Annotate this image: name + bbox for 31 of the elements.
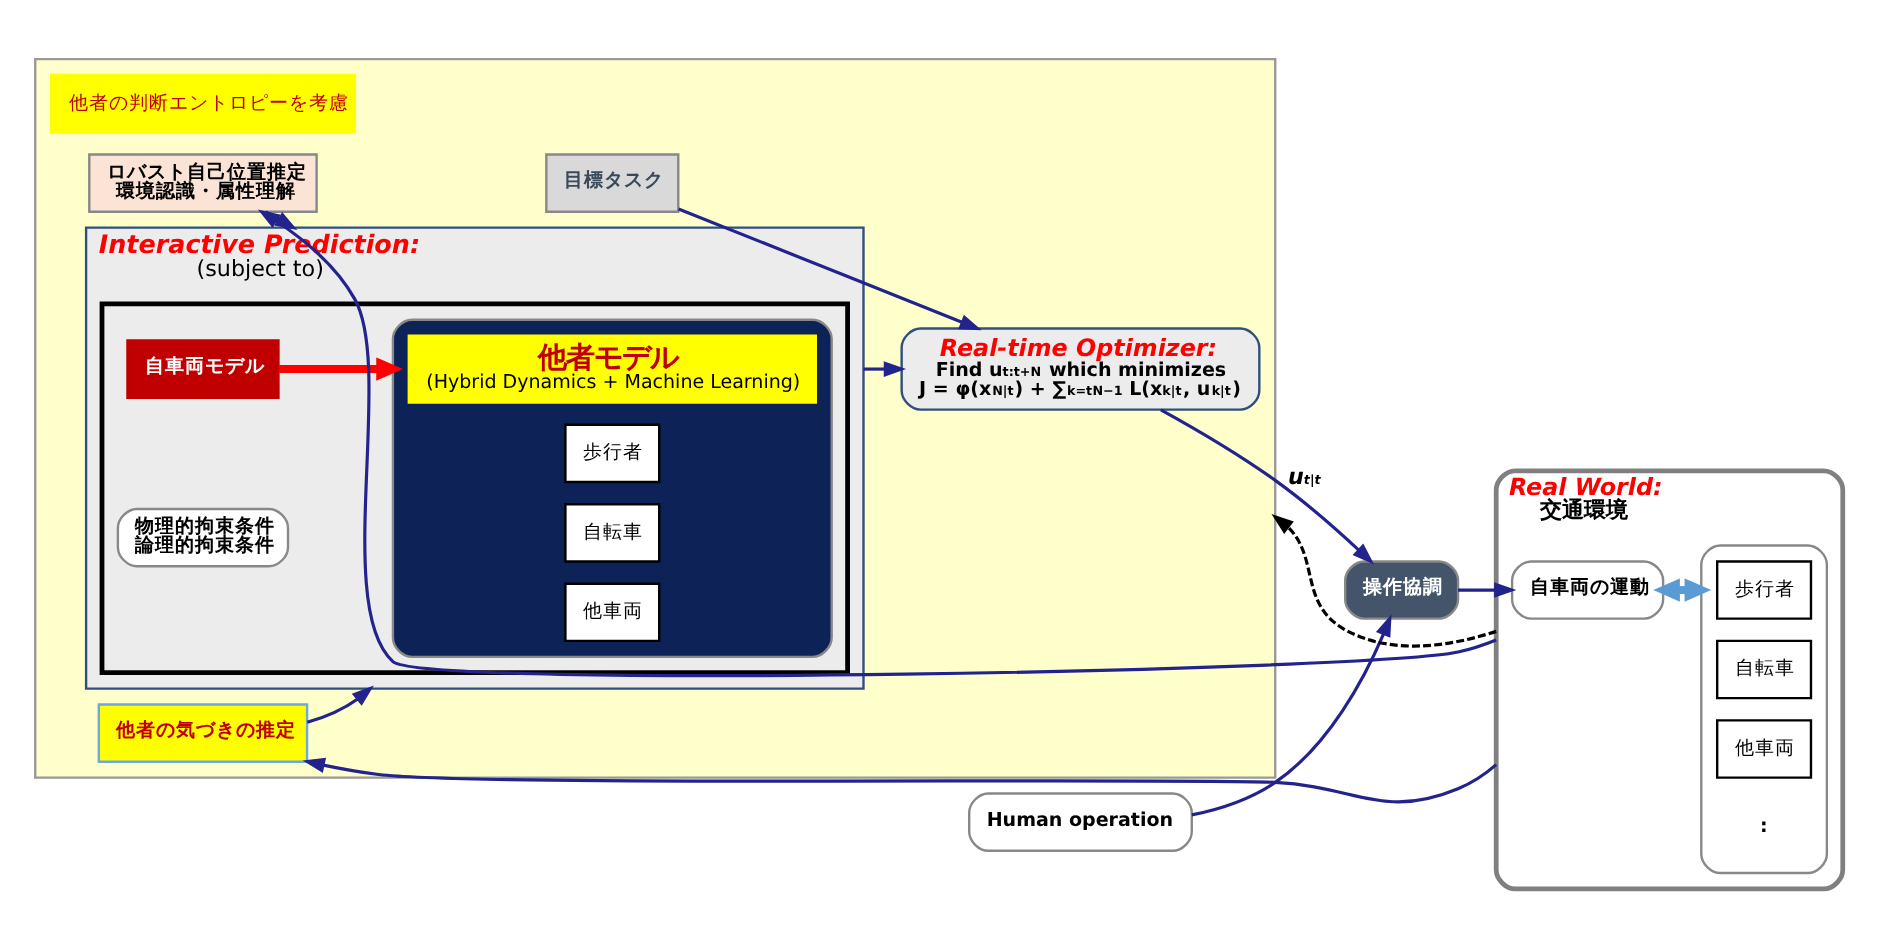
node-box: 物理的拘束条件 論理的拘束条件: [116, 507, 290, 568]
cluster: [99, 301, 850, 676]
cluster: [391, 318, 833, 658]
arrow: [278, 357, 403, 381]
arrow: [1271, 513, 1497, 648]
node-box: 自車両の運動: [1510, 560, 1665, 620]
node-box: 他車両: [1716, 719, 1813, 779]
arrow: [1653, 578, 1712, 602]
arrow: [302, 757, 1498, 804]
node-box: 自転車: [1716, 639, 1813, 700]
node-box: 他者の判断エントロピーを考慮: [49, 73, 356, 134]
node-box: 自転車: [564, 503, 661, 563]
node-box: 他者モデル (Hybrid Dynamics + Machine Learning): [407, 334, 817, 404]
node-box: 他者の気づきの推定: [97, 703, 309, 763]
node-box: 操作協調: [1344, 560, 1460, 620]
cluster: [1700, 544, 1829, 875]
node-box: 歩行者: [564, 423, 661, 484]
node-box: Human operation: [968, 792, 1193, 852]
arrow: [1191, 614, 1392, 817]
node-box: 自車両モデル: [126, 339, 280, 399]
label: :: [1760, 815, 1768, 838]
arrow: [677, 207, 982, 331]
arrow: [1160, 408, 1375, 565]
cluster: [34, 57, 1277, 779]
node-box: ロバスト自己位置推定 環境認識・属性理解: [88, 153, 318, 213]
arrow: [306, 685, 374, 724]
node-box: 目標タスク: [545, 153, 680, 213]
arrow: [1458, 582, 1517, 598]
node-box: 歩行者: [1716, 560, 1813, 620]
arrow: [863, 361, 907, 377]
node-box: 他車両: [564, 582, 661, 643]
